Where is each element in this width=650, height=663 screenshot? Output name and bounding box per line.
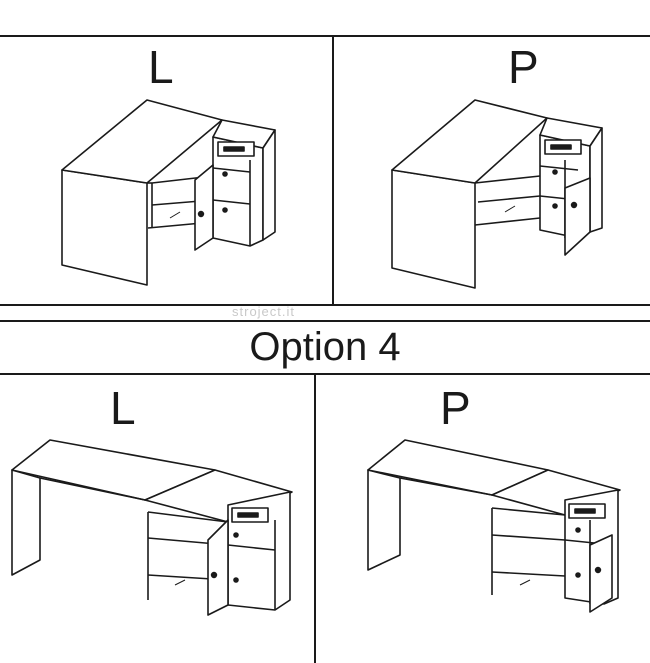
panel-top-right bbox=[332, 35, 650, 306]
panel-bottom-right bbox=[314, 373, 650, 663]
label-right-top: P bbox=[508, 41, 539, 93]
label-left-bottom: L bbox=[110, 382, 136, 434]
option-title: Option 4 bbox=[249, 325, 401, 369]
label-right-bottom: P bbox=[440, 382, 471, 434]
label-left-top: L bbox=[148, 41, 174, 93]
watermark-text: stroject.it bbox=[232, 304, 296, 319]
option-banner bbox=[0, 320, 650, 375]
